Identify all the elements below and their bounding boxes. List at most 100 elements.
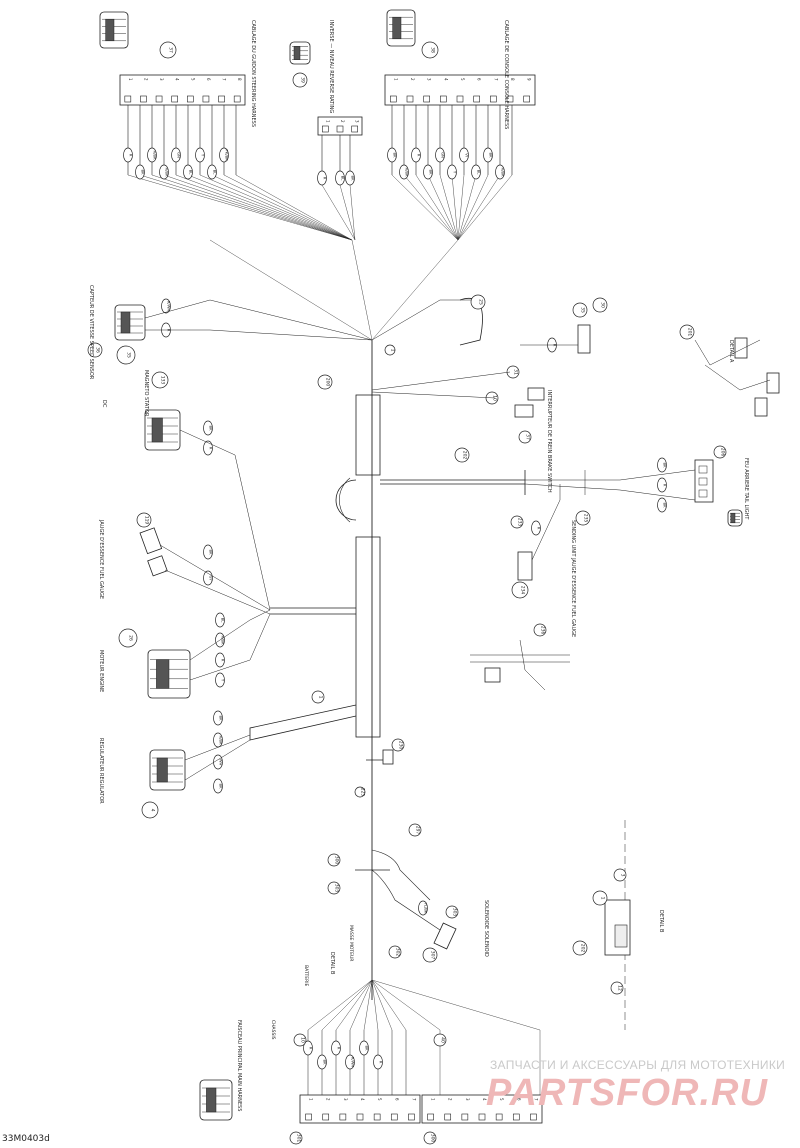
console-wire-tag: GN [435,147,445,163]
pin-number: 1 [431,1098,436,1101]
pin-cell [456,95,464,103]
wire-tag-text: R/BK [152,150,157,160]
steering-wire-fan [163,174,353,241]
pin-number: 6 [516,1098,521,1101]
pin-cell [512,1113,520,1121]
callout-circle [511,581,529,599]
steering-wire-tag: BK [135,164,145,180]
fuel-sender-box [694,459,714,503]
ground-wire-2 [371,869,441,931]
callout-number: 35 [580,307,586,313]
callout-number: 233 [517,518,523,527]
level-wire [531,484,561,561]
wire-tag-text: BK [364,1045,369,1051]
pin-cell [171,95,178,103]
callout-number: 225 [360,788,366,797]
component-shade [156,659,170,689]
wire-tag-text: BK [218,783,223,789]
steering-wire-tag: Y [195,147,205,163]
callout-number: 230 [398,741,404,750]
pin-number: 3 [343,1098,348,1101]
label-engine-grounding: MASSE MOTEUR [348,925,354,961]
wire-tag-oval [303,1040,313,1056]
callout-number: 30 [600,302,606,308]
console-wire-fan [391,174,459,241]
bottom-fan [371,979,393,1031]
wire-tag-oval [359,1040,369,1056]
steering-wire-fan [235,174,353,241]
wire-tag-text: BK [322,1059,327,1065]
wire-tag-text: Y [452,171,457,174]
callout-magneto: 133 [151,371,169,389]
wire-tag-text: BK [350,175,355,181]
detail-b-terminal [614,924,628,948]
reverse-connector-drawing [289,41,311,65]
steering-connector-drawing [99,11,129,49]
watermark-tagline: ЗАПЧАСТИ И АКСЕССУАРЫ ДЛЯ МОТОТЕХНИКИ [490,1058,786,1072]
console-wire-tag: R/BK [399,164,409,180]
wire-tag-oval [159,164,169,180]
component-shade [392,16,402,40]
solenoid-wire-tag: YL/BK [418,900,428,916]
wire-tag-text: BK [392,152,397,158]
speed-wire-2 [145,329,373,341]
component-shade [151,417,163,443]
pin-cell [322,1113,330,1121]
wire-tag-text: BL [188,170,193,176]
callout-circle [292,72,308,88]
wire-tag-text: R/WH [350,1057,355,1068]
console-wire-fan [439,174,459,241]
steering-wire-tag: R/BK [159,164,169,180]
steering-wire-fan [199,174,353,241]
callout-circle [421,41,439,59]
callout-circle [384,344,396,356]
callout-number: 10 [300,1037,306,1043]
wire-tag-oval [331,1040,341,1056]
callout-circle [388,945,402,959]
label-console-harness: CABLAGE DE CONSOLE CONSOLE HARNESS [503,20,509,129]
pin-number: 2 [340,120,345,123]
detail-a-part-2 [766,372,780,394]
pin-cell [339,1113,347,1121]
wire-tag-oval [531,520,541,536]
wire-tag-text: BL [340,176,345,182]
wire-tag-text: R/BK [218,735,223,745]
wire-tag-oval [657,477,667,493]
callout-engine: 26 [118,628,138,648]
chassis-wire [519,639,546,691]
wire-tag-oval [373,1054,383,1070]
callout-circle [118,628,138,648]
callout-number: 234 [520,586,526,595]
steering-wire-tag: PK/BK [219,147,229,163]
component-shade [156,757,168,783]
wire-tag-oval [215,672,225,688]
ground-wire [371,849,431,901]
callout-detail-a: 201 [679,324,695,340]
console-wire-tag: BK [483,147,493,163]
fuse-holder [382,749,394,765]
regulator-drawing [149,749,186,791]
console-wire-fan [457,174,477,241]
callout-number: 35 [126,352,132,358]
callout-circle [354,786,366,798]
label-regulator: REGULATEUR REGULATOR [98,738,104,804]
pin-cell [423,95,430,103]
wire-tag-oval [317,1054,327,1070]
callout-circle [533,623,547,637]
callout-circle [423,1131,437,1145]
detail-a-wire [694,339,761,366]
fan-merge-1 [351,239,373,341]
pin-cell [140,95,147,103]
callout-bottom-2: 300 [423,1131,437,1145]
wire-tag-text: R [208,447,213,450]
callout-circle [454,447,470,463]
reverse-wire-fan [339,184,356,241]
callout-230: 297 [408,823,422,837]
pin-cell [478,1113,486,1121]
magneto-drawing [144,409,181,451]
wire-tag-text: R/BK [164,167,169,177]
engine-wire [189,609,271,661]
fan-merge-3 [209,239,373,341]
steering-wire-fan [211,174,353,241]
label-chassis: CHASSIS [270,1020,276,1040]
